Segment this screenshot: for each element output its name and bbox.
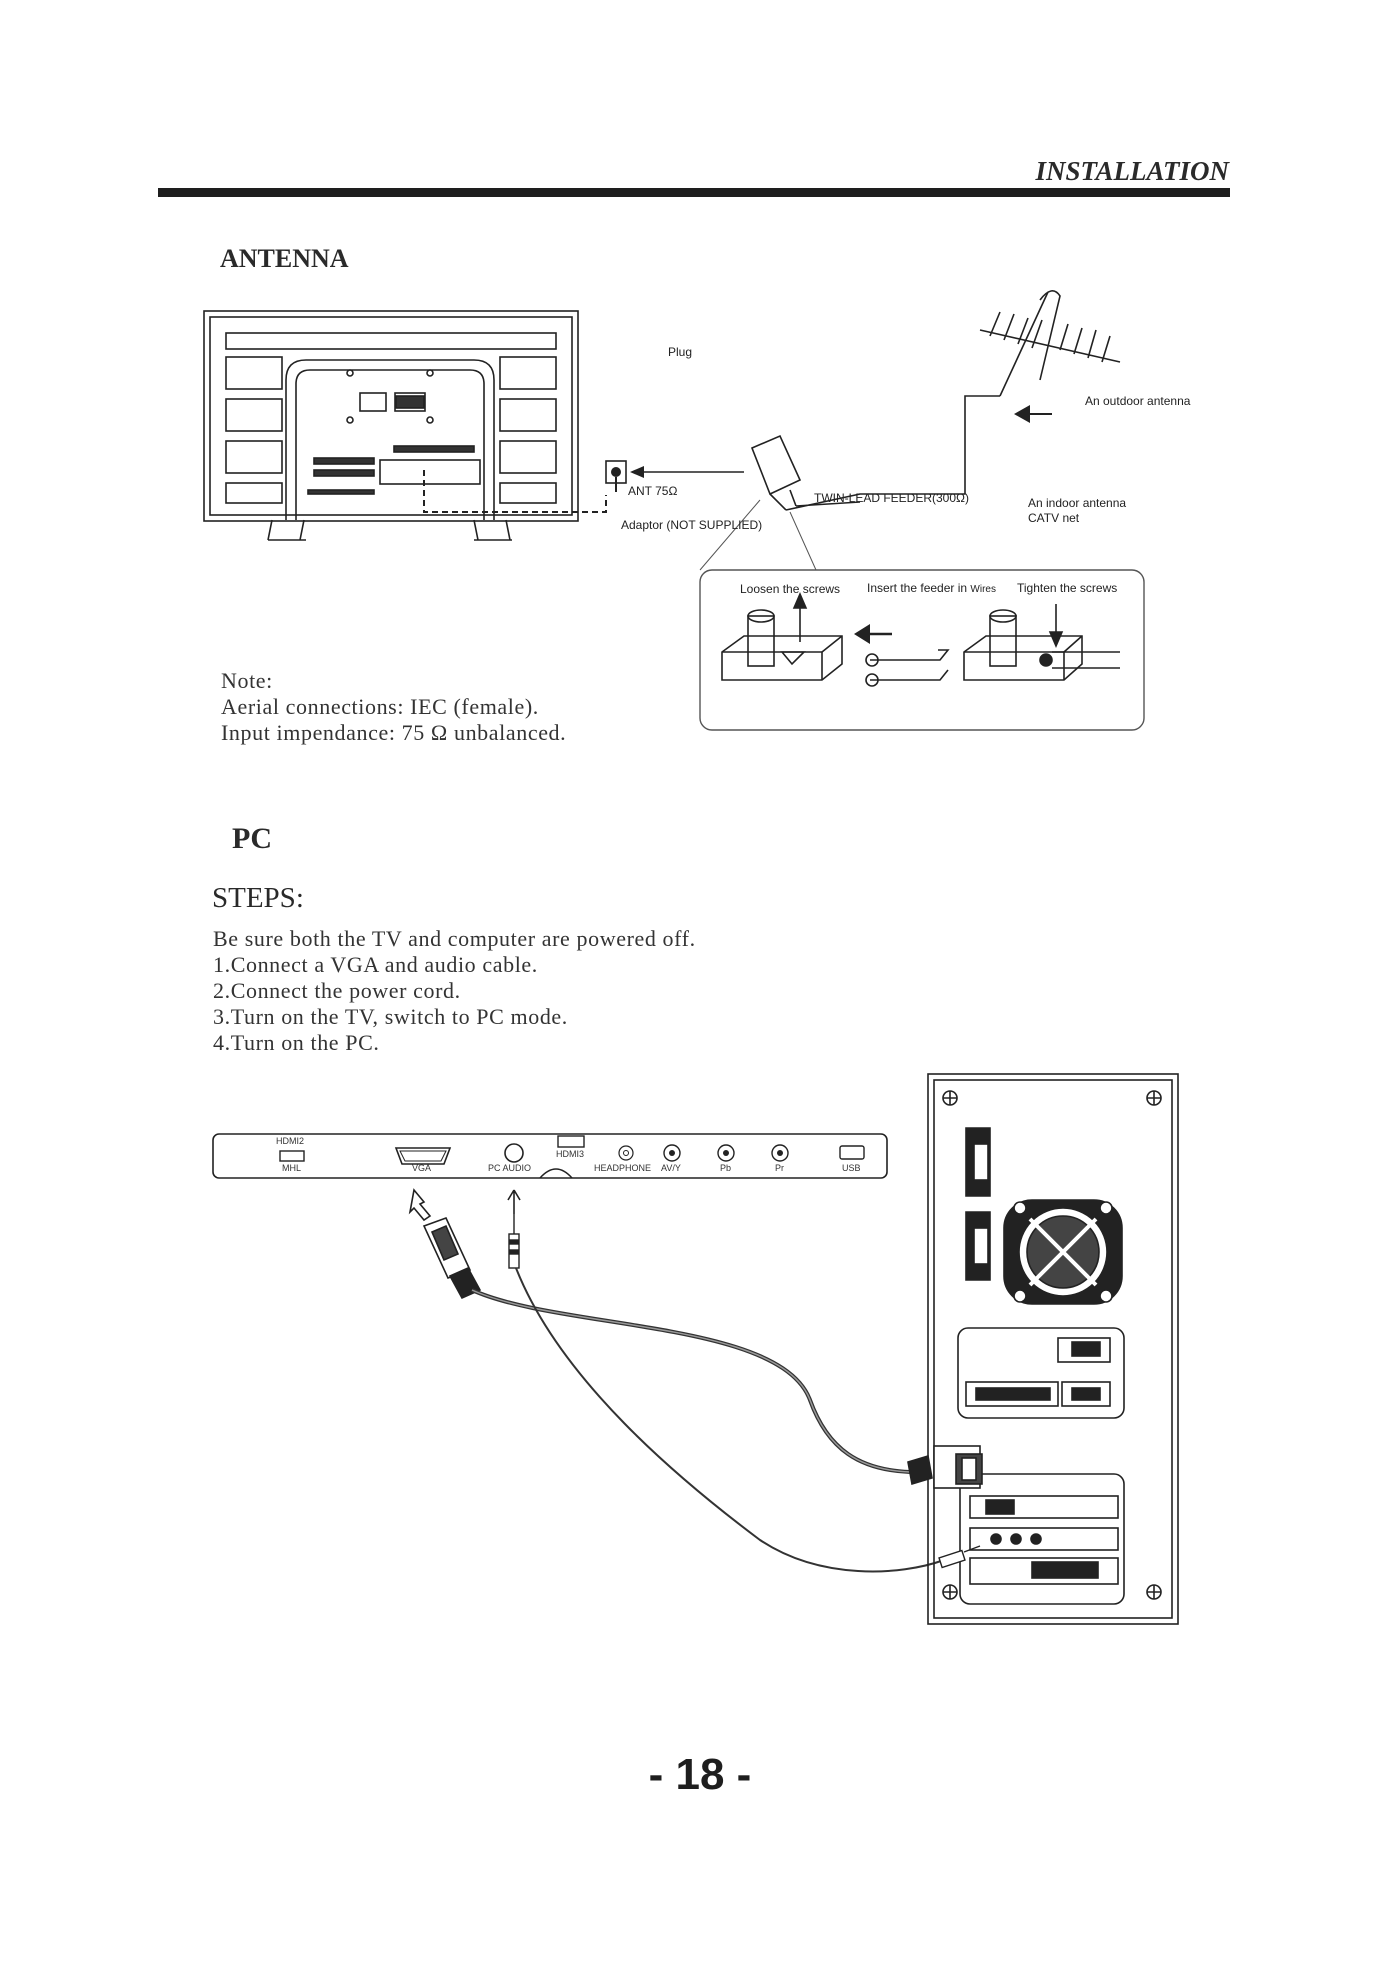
label-hdmi3: HDMI3 — [556, 1149, 585, 1159]
headphone-port — [618, 1145, 634, 1161]
header-rule — [158, 188, 1230, 197]
tv-back-illustration — [203, 310, 579, 541]
audio-cable — [515, 1267, 945, 1573]
vga-cable-plug — [422, 1216, 482, 1300]
label-insert-feeder: Insert the feeder in Wires — [867, 581, 996, 595]
pb-port — [717, 1144, 735, 1162]
antenna-heading: ANTENNA — [220, 244, 349, 273]
steps-heading: STEPS: — [212, 882, 304, 914]
instruction-line-3: 3.Turn on the TV, switch to PC mode. — [213, 1004, 568, 1029]
page-number: - 18 - — [648, 1750, 752, 1799]
note-title: Note: — [221, 668, 273, 693]
note-line-1: Aerial connections: IEC (female). — [221, 694, 539, 719]
label-vga: VGA — [412, 1163, 432, 1173]
label-plug: Plug — [668, 345, 693, 359]
label-catv-net: CATV net — [1028, 511, 1080, 525]
instruction-line-0: Be sure both the TV and computer are pow… — [213, 926, 696, 951]
av-y-port — [663, 1144, 681, 1162]
label-outdoor-antenna: An outdoor antenna — [1085, 394, 1191, 408]
label-headphone: HEADPHONE — [594, 1163, 652, 1173]
section-title: INSTALLATION — [1035, 156, 1229, 186]
plug-illustration — [750, 434, 802, 511]
label-hdmi2: HDMI2 — [276, 1136, 305, 1146]
terminal-loosen-illustration — [721, 591, 843, 681]
label-mhl: MHL — [282, 1163, 302, 1173]
label-ant-75: ANT 75Ω — [628, 484, 678, 498]
tv-port-panel — [212, 1133, 888, 1179]
audio-insert-arrow — [507, 1189, 521, 1214]
vga-port — [394, 1147, 452, 1165]
ant-input-socket — [605, 460, 627, 492]
terminal-tighten-illustration — [963, 604, 1120, 681]
instruction-line-2: 2.Connect the power cord. — [213, 978, 461, 1003]
outdoor-antenna-icon — [979, 290, 1121, 397]
label-pb: Pb — [720, 1163, 732, 1173]
feeder-wire-illustration — [865, 649, 950, 687]
label-pc-audio: PC AUDIO — [488, 1163, 532, 1173]
pc-heading: PC — [232, 822, 272, 855]
note-line-2: Input impendance: 75 Ω unbalanced. — [221, 720, 567, 745]
hdmi3-port — [557, 1135, 585, 1148]
pc-tower-back — [927, 1073, 1179, 1625]
instruction-line-4: 4.Turn on the PC. — [213, 1030, 380, 1055]
vga-cable — [471, 1288, 911, 1474]
pc-audio-port — [504, 1143, 524, 1163]
audio-cable-plug — [508, 1214, 520, 1269]
label-insert-feeder-text: Insert the feeder in — [867, 581, 968, 595]
label-usb: USB — [842, 1163, 861, 1173]
pc-vga-plug — [907, 1445, 983, 1489]
label-tighten-screws: Tighten the screws — [1017, 581, 1118, 595]
dashed-cable — [423, 470, 607, 513]
label-adaptor: Adaptor (NOT SUPPLIED) — [621, 518, 763, 532]
instruction-line-1: 1.Connect a VGA and audio cable. — [213, 952, 538, 977]
label-wires: Wires — [970, 584, 996, 595]
usb-port — [839, 1145, 865, 1160]
vga-insert-arrow — [408, 1188, 432, 1222]
label-pr: Pr — [775, 1163, 784, 1173]
label-twin-lead: TWIN-LEAD FEEDER(300Ω) — [814, 491, 969, 505]
label-av-y: AV/Y — [661, 1163, 681, 1173]
hdmi2-port — [279, 1150, 305, 1162]
label-indoor-antenna: An indoor antenna — [1028, 496, 1127, 510]
pr-port — [771, 1144, 789, 1162]
label-loosen-screws: Loosen the screws — [740, 582, 841, 596]
pc-audio-plug — [938, 1545, 981, 1569]
